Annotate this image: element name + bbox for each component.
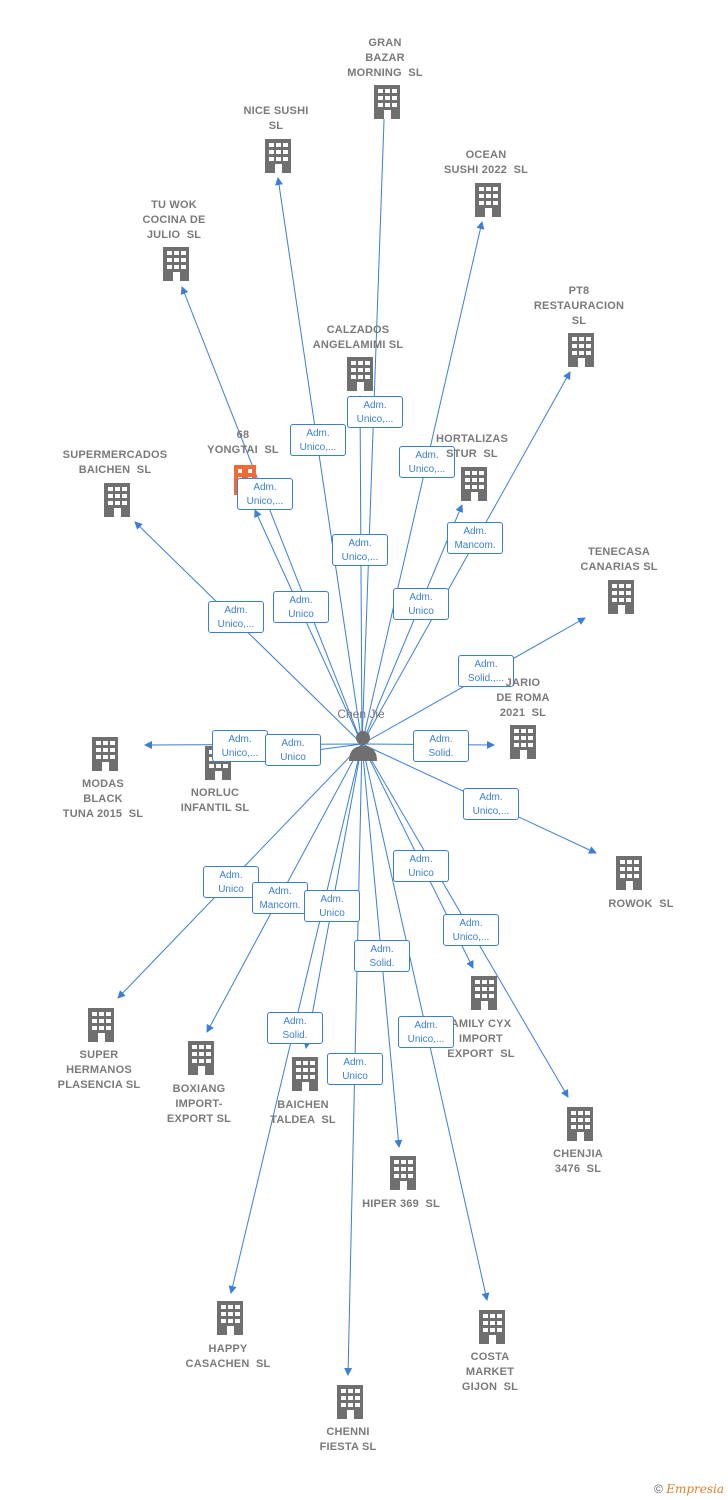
relation-label-hortalizas: Adm. Unico	[393, 588, 449, 620]
company-label-baichen-taldea[interactable]: BAICHEN TALDEA SL	[270, 1099, 336, 1126]
company-label-ocean-sushi[interactable]: OCEAN SUSHI 2022 SL	[443, 149, 529, 176]
edge-tu-wok	[180, 286, 363, 745]
company-label-hiper-369[interactable]: HIPER 369 SL	[362, 1198, 440, 1210]
company-label-happy-casachen[interactable]: HAPPY CASACHEN SL	[185, 1343, 271, 1370]
building-icon-ocean-sushi[interactable]	[475, 183, 501, 217]
copyright-symbol: ©	[654, 1482, 663, 1496]
edge-ocean-sushi	[361, 221, 485, 745]
company-label-nice-sushi[interactable]: NICE SUSHI SL	[243, 105, 309, 132]
edge-calzados	[356, 395, 365, 745]
building-icon-baichen-taldea[interactable]	[292, 1057, 318, 1091]
relation-label-hiper-369: Adm. Solid.	[354, 940, 410, 972]
relation-label-nice-sushi: Adm. Unico,...	[290, 424, 346, 456]
building-icon-family-cyx[interactable]	[471, 976, 497, 1010]
company-label-costa-market[interactable]: COSTA MARKET GIJON SL	[461, 1351, 519, 1393]
relation-label-baichen-taldea: Adm. Unico	[304, 890, 360, 922]
relation-label-tu-wok: Adm. Unico,...	[237, 478, 293, 510]
company-label-calzados[interactable]: CALZADOS ANGELAMIMI SL	[312, 324, 404, 351]
relation-label-happy-casachen: Adm. Solid.	[267, 1012, 323, 1044]
relation-label-tenecasa: Adm. Solid.,...	[458, 655, 514, 687]
relation-label-gran-bazar: Adm. Unico,...	[347, 396, 403, 428]
building-icon-tu-wok[interactable]	[163, 247, 189, 281]
relation-label-chenni-fiesta: Adm. Unico	[327, 1053, 383, 1085]
building-icon-tenecasa[interactable]	[608, 580, 634, 614]
watermark: © Empresia	[654, 1482, 724, 1496]
company-label-family-cyx[interactable]: AMILY CYX IMPORT EXPORT SL	[447, 1018, 515, 1060]
company-label-yongtai[interactable]: 68 YONGTAI SL	[207, 429, 279, 456]
building-icon-gran-bazar[interactable]	[374, 85, 400, 119]
relation-label-family-cyx: Adm. Unico	[393, 850, 449, 882]
relation-label-rowok: Adm. Unico,...	[463, 788, 519, 820]
company-label-tenecasa[interactable]: TENECASA CANARIAS SL	[580, 546, 658, 573]
relation-label-norluc: Adm. Unico	[265, 734, 321, 766]
building-icon-rowok[interactable]	[616, 856, 642, 890]
building-icon-costa-market[interactable]	[479, 1310, 505, 1344]
relation-label-supermercados: Adm. Unico,...	[208, 601, 264, 633]
building-icon-hortalizas[interactable]	[461, 467, 487, 501]
person-icon[interactable]	[348, 729, 378, 761]
building-icon-hiper-369[interactable]	[390, 1156, 416, 1190]
company-label-chenjia[interactable]: CHENJIA 3476 SL	[553, 1148, 603, 1175]
relation-label-pt8: Adm. Mancom.	[447, 522, 503, 554]
relation-label-ocean-sushi: Adm. Unico,...	[399, 446, 455, 478]
relation-label-super-hermanos: Adm. Unico	[203, 866, 259, 898]
building-icon-boxiang[interactable]	[188, 1041, 214, 1075]
building-icon-nice-sushi[interactable]	[265, 139, 291, 173]
brand-logo: Empresia	[666, 1482, 724, 1496]
company-label-gran-bazar[interactable]: GRAN BAZAR MORNING SL	[347, 37, 423, 79]
relation-label-costa-market: Adm. Unico,...	[398, 1016, 454, 1048]
company-label-norluc[interactable]: NORLUC INFANTIL SL	[180, 787, 250, 814]
company-label-pt8[interactable]: PT8 RESTAURACION SL	[533, 285, 625, 327]
relation-label-calzados: Adm. Unico,...	[332, 534, 388, 566]
edge-pt8	[361, 371, 571, 745]
edge-hortalizas	[361, 504, 463, 745]
company-label-roma[interactable]: JARIO DE ROMA 2021 SL	[496, 677, 550, 719]
edge-yongtai	[254, 509, 363, 745]
building-icon-super-hermanos[interactable]	[88, 1008, 114, 1042]
relation-label-roma: Adm. Solid.	[413, 730, 469, 762]
building-icon-roma[interactable]	[510, 725, 536, 759]
company-label-hortalizas[interactable]: HORTALIZAS STUR SL	[435, 433, 509, 460]
building-icon-pt8[interactable]	[568, 333, 594, 367]
building-icon-happy-casachen[interactable]	[217, 1301, 243, 1335]
building-icon-calzados[interactable]	[347, 357, 373, 391]
edge-supermercados	[134, 521, 363, 745]
company-label-chenni-fiesta[interactable]: CHENNI FIESTA SL	[319, 1426, 377, 1453]
building-icon-chenni-fiesta[interactable]	[337, 1385, 363, 1419]
relation-label-modas: Adm. Unico,...	[212, 730, 268, 762]
building-icon-supermercados[interactable]	[104, 483, 130, 517]
company-label-supermercados[interactable]: SUPERMERCADOS BAICHEN SL	[62, 449, 168, 476]
building-icon-modas[interactable]	[92, 737, 118, 771]
relation-label-yongtai: Adm. Unico	[273, 591, 329, 623]
relation-label-boxiang: Adm. Mancom.	[252, 882, 308, 914]
relation-label-chenjia: Adm. Unico,...	[443, 914, 499, 946]
edge-nice-sushi	[275, 177, 363, 745]
company-label-rowok[interactable]: ROWOK SL	[608, 898, 674, 910]
company-label-tu-wok[interactable]: TU WOK COCINA DE JULIO SL	[142, 199, 206, 241]
company-label-super-hermanos[interactable]: SUPER HERMANOS PLASENCIA SL	[57, 1049, 141, 1091]
person-name: Chen Jie	[337, 707, 385, 721]
building-icon-chenjia[interactable]	[567, 1107, 593, 1141]
company-label-boxiang[interactable]: BOXIANG IMPORT- EXPORT SL	[166, 1083, 232, 1125]
company-label-modas[interactable]: MODAS BLACK TUNA 2015 SL	[62, 778, 144, 820]
